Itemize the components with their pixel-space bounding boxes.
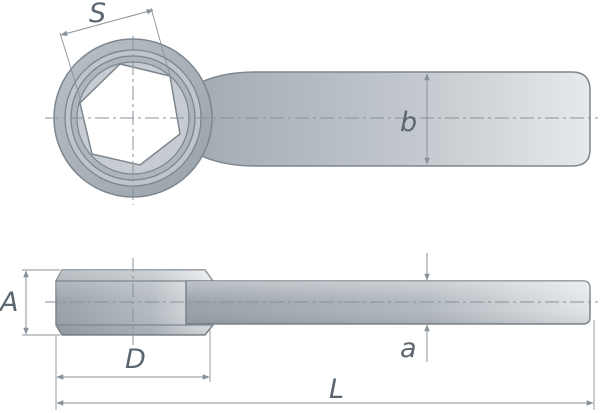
label-s: S [89, 0, 106, 29]
label-d: D [125, 344, 146, 375]
label-a-upper: A [0, 287, 18, 318]
top-view [45, 7, 598, 205]
label-a-lower: a [400, 333, 417, 364]
s-extension-right [150, 7, 171, 77]
wrench-handle [194, 71, 591, 167]
side-view [22, 253, 598, 410]
s-extension-left [59, 32, 82, 102]
s-dimension-line [60, 8, 154, 37]
label-b: b [400, 107, 417, 138]
label-l: L [329, 374, 344, 405]
